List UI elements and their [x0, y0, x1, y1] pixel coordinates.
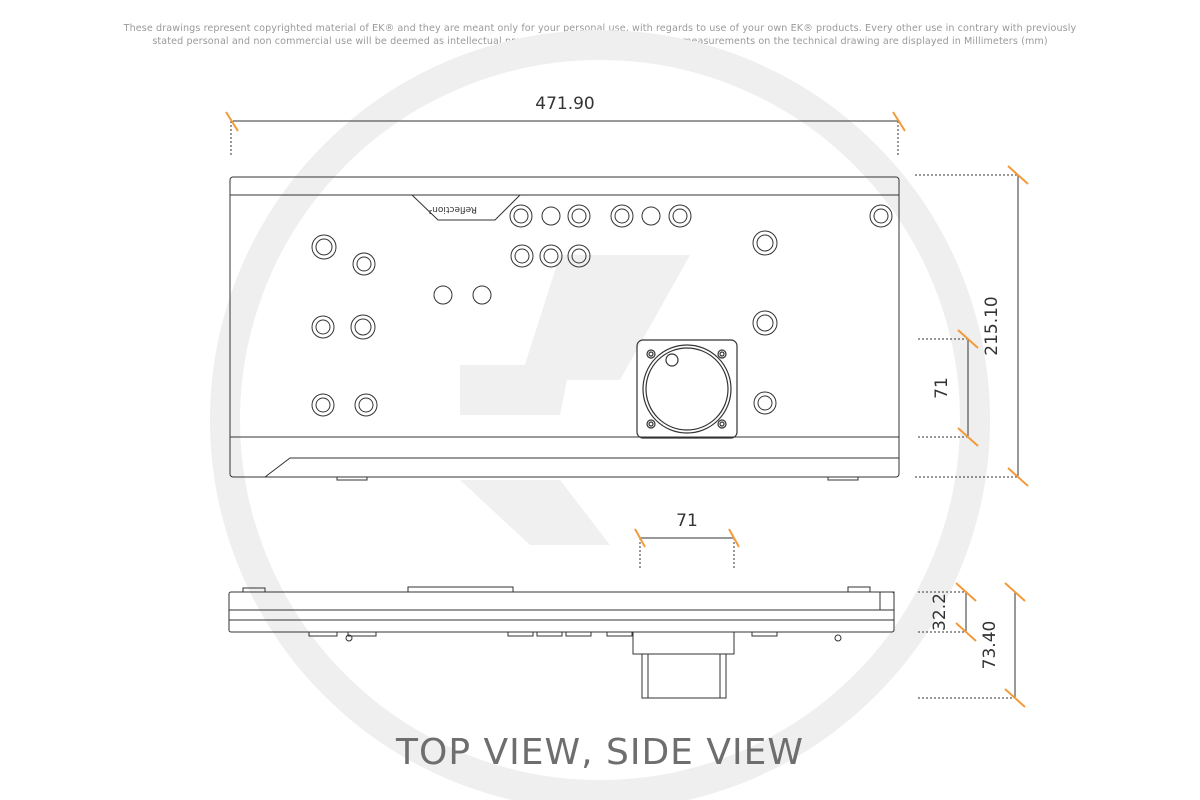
led-hole — [641, 206, 661, 226]
top-view — [229, 176, 900, 481]
dimension-lines — [230, 120, 1019, 699]
reflection-logo: Reflection² — [428, 204, 477, 214]
plug-fitting — [539, 244, 563, 268]
plug-fitting — [311, 315, 335, 339]
plug-fitting — [869, 204, 893, 228]
port-fitting — [752, 310, 778, 336]
side-view — [228, 586, 895, 699]
pump-housing — [636, 339, 738, 439]
dim-height-label: 215.10 — [982, 296, 1002, 355]
plug-fitting — [668, 204, 692, 228]
plug-fitting — [753, 391, 777, 415]
plug-fitting — [567, 204, 591, 228]
dim-port-spacing-horizontal-label: 71 — [676, 511, 698, 531]
port-fitting — [350, 314, 376, 340]
plug-fitting — [352, 252, 376, 276]
led-hole — [472, 285, 492, 305]
ek-watermark-icon — [210, 30, 990, 800]
dim-side-small-label: 32.2 — [930, 593, 950, 631]
fittings — [311, 204, 893, 417]
port-fitting — [311, 234, 337, 260]
plug-fitting — [610, 204, 634, 228]
dim-side-total-label: 73.40 — [980, 621, 1000, 670]
plug-fitting — [509, 204, 533, 228]
port-fitting — [752, 230, 778, 256]
led-hole — [541, 206, 561, 226]
plug-fitting — [567, 244, 591, 268]
dimension-ticks — [225, 111, 1029, 708]
dim-width-label: 471.90 — [535, 94, 594, 114]
ek-watermark-k-icon — [460, 255, 690, 545]
plug-fitting — [311, 393, 335, 417]
plug-fitting — [354, 393, 378, 417]
dim-port-spacing-vertical-label: 71 — [932, 377, 952, 399]
led-hole — [433, 285, 453, 305]
disclaimer-line-1: These drawings represent copyrighted mat… — [123, 23, 1077, 34]
view-caption: TOP VIEW, SIDE VIEW — [396, 732, 804, 773]
plug-fitting — [510, 244, 534, 268]
